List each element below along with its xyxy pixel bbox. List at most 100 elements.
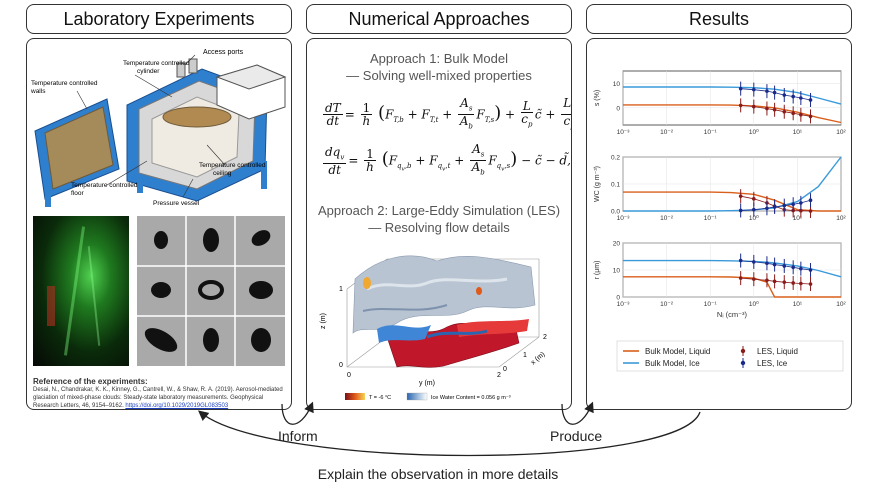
label-access-ports: Access ports [203,49,244,56]
les-point [738,208,743,213]
series-line [623,104,842,124]
colorbar-ice-water [406,392,428,401]
results-panel: 10 0 s (%) 10⁻³ 10⁻² 10⁻¹ 10⁰ 10¹ 10² 0.2 0.1 0.0 WC… [586,38,852,410]
y-axis-label: s (%) [594,90,601,106]
x-tick-label: 10² [836,301,846,308]
chamber-diagram: Access ports Temperature controlled cyli… [30,49,287,207]
tab-numerical-approaches: Numerical Approaches [306,4,572,34]
label-temp-floor-2: floor [71,190,84,197]
arrow-label-produce: Produce [550,428,603,444]
x-tick-label: 10⁻³ [617,129,631,136]
les-point [799,208,803,213]
les-point [765,206,769,211]
les-point [782,280,787,284]
y-tick-label: 10 [613,268,621,275]
reference-line-2: glaciation of mixed-phase clouds: Steady… [33,395,264,401]
les-point [782,93,787,97]
les-point [765,89,769,93]
les-point [791,265,795,270]
les-point [808,98,813,102]
les-point [782,264,787,268]
numerical-panel: Approach 1: Bulk Model — Solving well-mi… [306,38,572,410]
les-point [752,277,756,281]
reference-line-1: Desai, N., Chandrakar, K. K., Kinney, G.… [33,387,283,393]
x-tick-label: 10⁰ [749,128,759,136]
les-point [808,114,813,119]
les-point [799,281,803,286]
label-temp-ceiling-1: Temperature controlled [199,162,266,169]
les-tick-z1: 1 [339,286,343,293]
y-tick-label: 0.2 [611,155,620,162]
cloud-photo [33,216,129,366]
series-line [623,86,842,105]
les-point [791,94,795,99]
x-tick-label: 10⁻¹ [704,215,718,222]
les-point [765,261,769,266]
les-point [808,209,813,213]
x-tick-label: 10² [836,129,846,136]
y-axis-label: r (μm) [594,261,601,280]
x-tick-label: 10⁰ [749,214,759,222]
les-point [772,205,777,209]
approach1-subtitle: — Solving well-mixed properties [346,68,532,83]
les-point [808,198,813,202]
les-point [772,90,777,95]
les-point [799,96,803,100]
legend-label-bulk_liquid: Bulk Model, Liquid [645,347,710,356]
les-point [782,203,787,208]
x-tick-label: 10⁻² [660,129,674,136]
label-temp-walls-1: Temperature controlled [31,80,98,87]
les-tick-y0: 0 [347,372,351,379]
label-temp-floor-1: Temperature controlled [71,182,138,189]
les-point [799,201,803,205]
legend-box [616,340,844,372]
les-axis-y: y (m) [419,380,435,387]
y-axis-label: WC (g m⁻³) [594,166,601,202]
y-tick-label: 0.1 [611,182,620,189]
series-line [623,276,841,298]
les-point [791,281,795,285]
les-tick-x0: 0 [503,366,507,373]
label-temp-walls-2: walls [30,88,46,95]
x-tick-label: 10⁻¹ [704,129,718,136]
results-chart: 10 0 s (%) 10⁻³ 10⁻² 10⁻¹ 10⁰ 10¹ 10² 0.2 0.1 0.0 WC… [594,70,847,372]
y-tick-label: 0 [616,105,620,112]
les-point [772,279,777,284]
les-point [772,107,777,112]
legend-marker [740,348,746,354]
reference-link[interactable]: https://doi.org/10.1029/2019GL083503 [125,403,229,409]
les-point [808,282,813,286]
les-tick-z0: 0 [339,362,343,369]
les-tick-x1: 1 [523,352,527,359]
les-point [752,87,756,92]
y-tick-label: 10 [613,81,621,88]
y-tick-label: 0 [616,295,620,302]
legend-label-les_ice: LES, Ice [757,359,788,368]
les-point [791,202,795,207]
les-point [808,268,813,272]
les-axis-x: x (m) [530,351,547,367]
legend-label-les_liquid: LES, Liquid [757,347,798,356]
les-point [752,260,756,264]
x-tick-label: 10⁻³ [617,301,631,308]
label-pressure-vessel: Pressure vessel [153,200,200,207]
les-point [738,103,743,108]
series-line [623,259,842,278]
y-tick-label: 0.0 [611,209,620,216]
x-tick-label: 10⁻² [660,215,674,222]
colorbar-temperature [345,393,365,400]
les-point [752,207,756,212]
les-3d-plot: z (m) 1 0 0 2 y (m) 0 1 2 x (m) T = -6 °… [320,255,547,401]
approach2-title: Approach 2: Large-Eddy Simulation (LES) [317,203,561,218]
les-point [782,109,787,114]
les-point [772,262,777,267]
les-point [738,194,743,198]
x-tick-label: 10⁻² [660,301,674,308]
les-point [765,278,769,283]
les-point [752,104,756,109]
les-point [738,86,743,91]
particle-images [137,216,285,366]
les-tick-x2: 2 [543,334,547,341]
x-tick-label: 10¹ [793,301,803,308]
